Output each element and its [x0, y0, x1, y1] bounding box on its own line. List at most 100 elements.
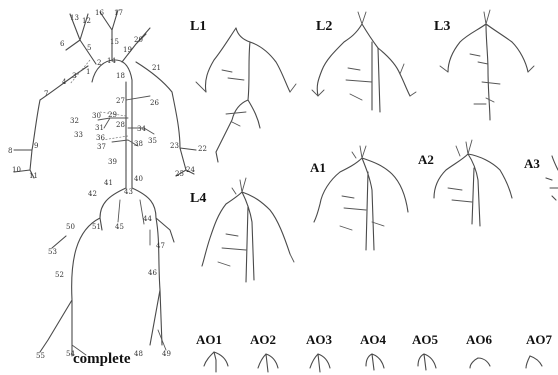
- vessel-label-13: 13: [70, 14, 79, 22]
- L1-vessel-tree: [205, 28, 290, 162]
- right-leg-vessel: [132, 170, 174, 345]
- L3-vessel-tree: [448, 24, 528, 120]
- right-arm-vessel: [136, 62, 196, 176]
- panel-label-AO6: AO6: [466, 332, 493, 347]
- vessel-label-52: 52: [55, 271, 64, 279]
- vessel-label-42: 42: [88, 190, 97, 198]
- L4-branches: [218, 178, 294, 266]
- panel-label-L4: L4: [190, 191, 206, 206]
- panel-AO7: AO7: [526, 332, 553, 368]
- vessel-label-19: 19: [123, 46, 132, 54]
- panel-label-AO5: AO5: [412, 332, 439, 347]
- vessel-label-9: 9: [34, 142, 38, 150]
- vessel-label-28: 28: [116, 121, 125, 129]
- vessel-label-8: 8: [8, 147, 12, 155]
- panel-label-L1: L1: [190, 19, 206, 34]
- vessel-label-51: 51: [92, 223, 101, 231]
- vessel-label-17: 17: [114, 9, 123, 17]
- panel-AO5: AO5: [412, 332, 439, 370]
- panel-label-L2: L2: [316, 19, 332, 34]
- vessel-label-25: 25: [175, 170, 184, 178]
- vessel-label-32: 32: [70, 117, 79, 125]
- vessel-label-6: 6: [60, 40, 65, 48]
- panel-label-A3: A3: [524, 156, 540, 171]
- A2-branches: [448, 140, 472, 202]
- AO5-vessel-tree: [418, 354, 436, 370]
- panel-AO6: AO6: [466, 332, 493, 368]
- AO7-vessel-tree: [526, 356, 542, 368]
- panel-label-L3: L3: [434, 19, 450, 34]
- vessel-label-27: 27: [116, 97, 125, 105]
- complete-caption: complete: [73, 351, 130, 368]
- vessel-label-18: 18: [116, 72, 125, 80]
- AO4-vessel-tree: [366, 354, 384, 370]
- vessel-label-20: 20: [134, 36, 143, 44]
- vessel-label-47: 47: [156, 242, 165, 250]
- vessel-label-35: 35: [148, 137, 157, 145]
- vessel-label-40: 40: [134, 175, 143, 183]
- panel-AO2: AO2: [250, 332, 278, 372]
- vessel-label-4: 4: [62, 78, 67, 86]
- panel-L1: L1: [190, 19, 296, 162]
- vessel-label-34: 34: [137, 125, 146, 133]
- vessel-label-49: 49: [162, 350, 171, 358]
- L2-vessel-tree: [317, 24, 410, 112]
- A1-vessel-tree: [314, 158, 408, 250]
- vessel-label-50: 50: [66, 223, 75, 231]
- panel-L4: L4: [190, 178, 294, 282]
- AO1-vessel-tree: [204, 352, 228, 372]
- panel-L2: L2: [312, 12, 416, 112]
- panel-A1: A1: [310, 146, 408, 250]
- vessel-label-55: 55: [36, 352, 45, 360]
- panel-label-AO2: AO2: [250, 332, 276, 347]
- panel-label-A2: A2: [418, 152, 434, 167]
- vessel-label-31: 31: [95, 124, 104, 132]
- vessel-label-37: 37: [97, 143, 106, 151]
- vessel-label-15: 15: [110, 38, 119, 46]
- panel-label-AO3: AO3: [306, 332, 333, 347]
- vessel-label-43: 43: [124, 188, 133, 196]
- vessel-label-21: 21: [152, 64, 161, 72]
- panel-AO1: AO1: [196, 332, 228, 372]
- A2-vessel-tree: [434, 154, 512, 226]
- AO6-vessel-tree: [470, 358, 490, 368]
- vessel-label-48: 48: [134, 350, 143, 358]
- vessel-label-41: 41: [104, 179, 113, 187]
- vessel-label-22: 22: [198, 145, 207, 153]
- vessel-label-33: 33: [74, 131, 83, 139]
- vessel-label-3: 3: [72, 72, 76, 80]
- L1-branches: [196, 70, 296, 126]
- vessel-label-16: 16: [95, 9, 104, 17]
- center-carotid-vessel: [100, 10, 118, 60]
- vessel-label-23: 23: [170, 142, 179, 150]
- L4-vessel-tree: [202, 192, 290, 282]
- vessel-label-45: 45: [115, 223, 124, 231]
- vessel-label-1: 1: [86, 68, 90, 76]
- vessel-label-7: 7: [44, 90, 48, 98]
- panel-L3: L3: [434, 10, 534, 120]
- left-leg-vessel: [40, 170, 126, 356]
- vessel-label-14: 14: [107, 57, 116, 65]
- panel-AO4: AO4: [360, 332, 387, 370]
- AO3-vessel-tree: [310, 354, 330, 372]
- vessel-label-26: 26: [150, 99, 159, 107]
- vessel-number-labels: 1 2 3 4 5 6 7 8 9 10 11 12 13 14 15 16 1…: [8, 9, 207, 360]
- panel-AO3: AO3: [306, 332, 333, 372]
- vessel-label-5: 5: [87, 44, 91, 52]
- vessel-label-12: 12: [82, 17, 91, 25]
- vessel-label-39: 39: [108, 158, 117, 166]
- panel-label-A1: A1: [310, 160, 326, 175]
- panel-A3: A3: [524, 156, 558, 200]
- vessel-label-38: 38: [134, 140, 143, 148]
- vessel-label-2: 2: [97, 59, 101, 67]
- A3-vessel-tree: [546, 156, 558, 200]
- vessel-label-24: 24: [186, 166, 195, 174]
- panel-label-AO7: AO7: [526, 332, 553, 347]
- vessel-label-30: 30: [92, 112, 101, 120]
- AO2-vessel-tree: [258, 354, 278, 372]
- vessel-label-29: 29: [108, 111, 117, 119]
- vessel-label-53: 53: [48, 248, 57, 256]
- vessel-label-36: 36: [96, 134, 105, 142]
